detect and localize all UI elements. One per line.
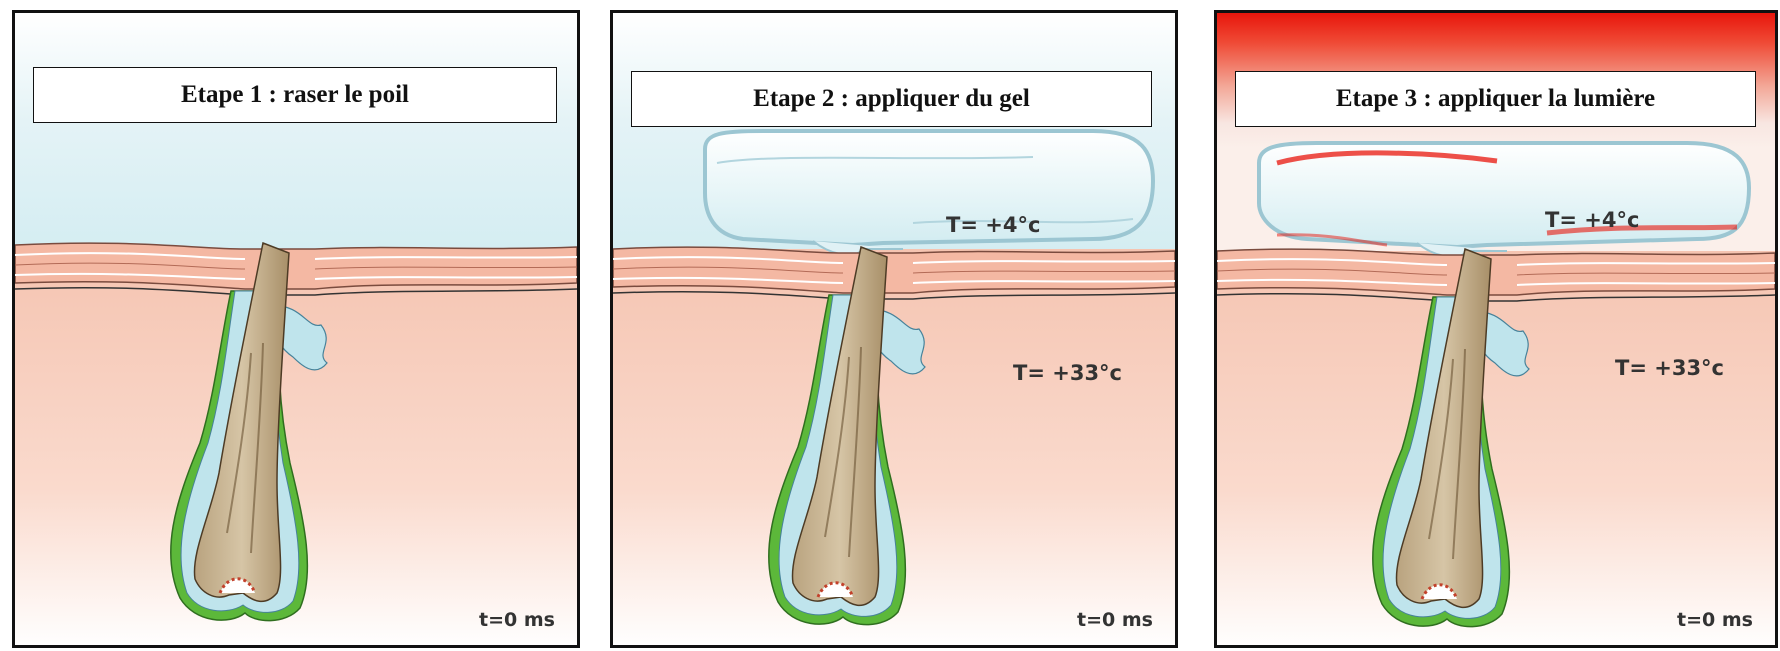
time-label: t=0 ms (1077, 609, 1153, 631)
gel-pad-shape (1259, 143, 1749, 247)
step-2-panel: Etape 2 : appliquer du gel T= +4°c T= +3… (610, 10, 1178, 648)
step-title: Etape 1 : raser le poil (33, 67, 557, 123)
step-3-panel: Etape 3 : appliquer la lumière T= +4°c T… (1214, 10, 1778, 648)
skin-temperature-label: T= +33°c (1013, 361, 1122, 385)
step-title: Etape 2 : appliquer du gel (631, 71, 1152, 127)
time-label: t=0 ms (1677, 609, 1753, 631)
air-region (15, 13, 577, 253)
skin-temperature-label: T= +33°c (1615, 356, 1724, 380)
step-title: Etape 3 : appliquer la lumière (1235, 71, 1756, 127)
time-label: t=0 ms (479, 609, 555, 631)
step-1-panel: Etape 1 : raser le poil t=0 ms (12, 10, 580, 648)
gel-pad-shape (705, 131, 1153, 245)
gel-temperature-label: T= +4°c (946, 213, 1040, 237)
gel-temperature-label: T= +4°c (1545, 208, 1639, 232)
